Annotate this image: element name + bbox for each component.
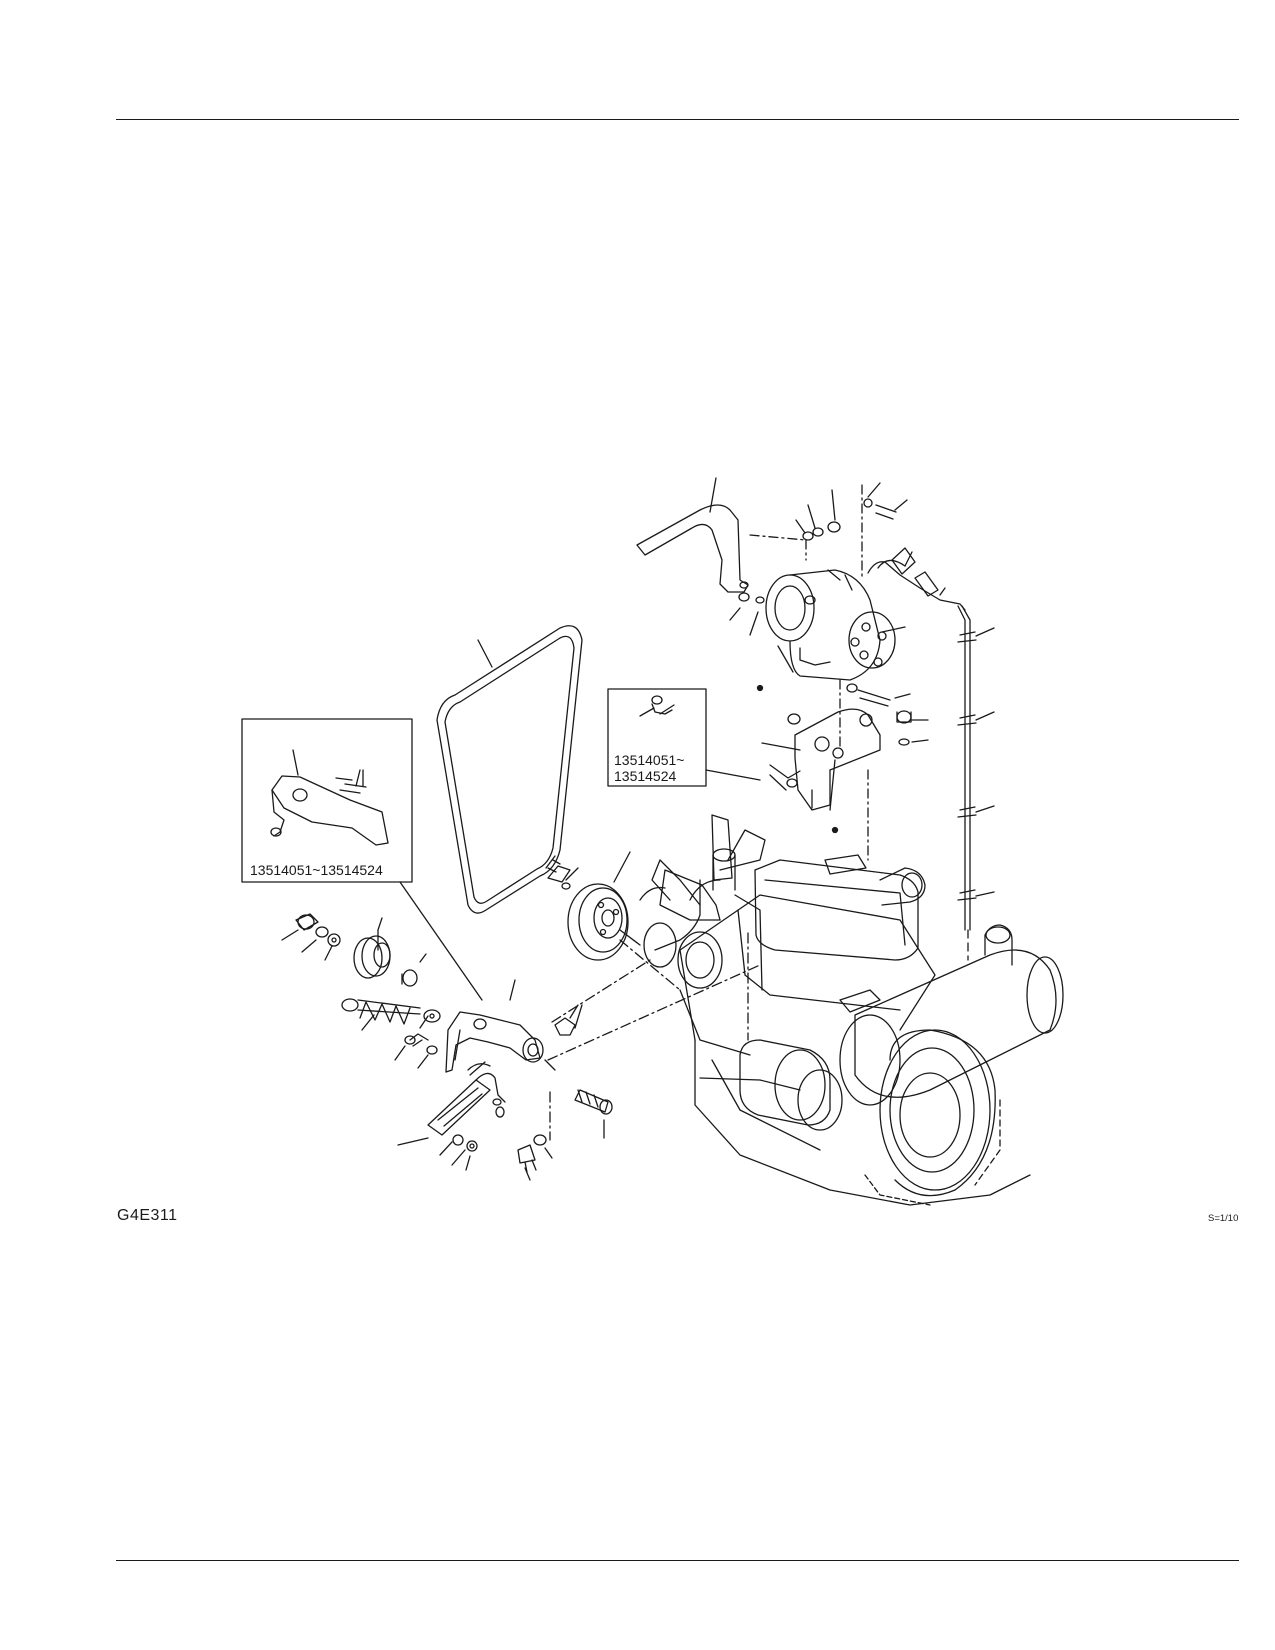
inset-leader-line xyxy=(399,881,483,1001)
crank-pulley xyxy=(545,851,641,961)
wire-harness xyxy=(957,605,995,961)
compressor-bracket xyxy=(761,645,881,811)
inset-right-serial-line2: 13514524 xyxy=(614,768,677,784)
inset-box-right: 13514051~ 13514524 xyxy=(607,688,707,787)
top-rule xyxy=(116,119,1239,120)
figure-code: G4E311 xyxy=(117,1207,178,1224)
engine-block xyxy=(639,814,1064,1206)
tension-assembly xyxy=(341,979,613,1181)
inset-right-leader xyxy=(705,769,761,781)
inset-right-serial-line1: 13514051~ xyxy=(614,752,684,768)
bottom-rule xyxy=(116,1560,1239,1561)
v-belt xyxy=(436,625,583,914)
assembly-leaders xyxy=(749,484,869,861)
idler-pulley xyxy=(281,913,427,987)
inset-box-left: 13514051~13514524 xyxy=(241,718,413,883)
scale-label: S=1/10 xyxy=(1208,1213,1239,1224)
bracket-bolts xyxy=(729,482,929,834)
inset-left-serial-label: 13514051~13514524 xyxy=(250,862,383,878)
ac-compressor xyxy=(765,547,966,681)
engine-center-lines xyxy=(547,932,761,1141)
belt-cover xyxy=(636,477,749,593)
